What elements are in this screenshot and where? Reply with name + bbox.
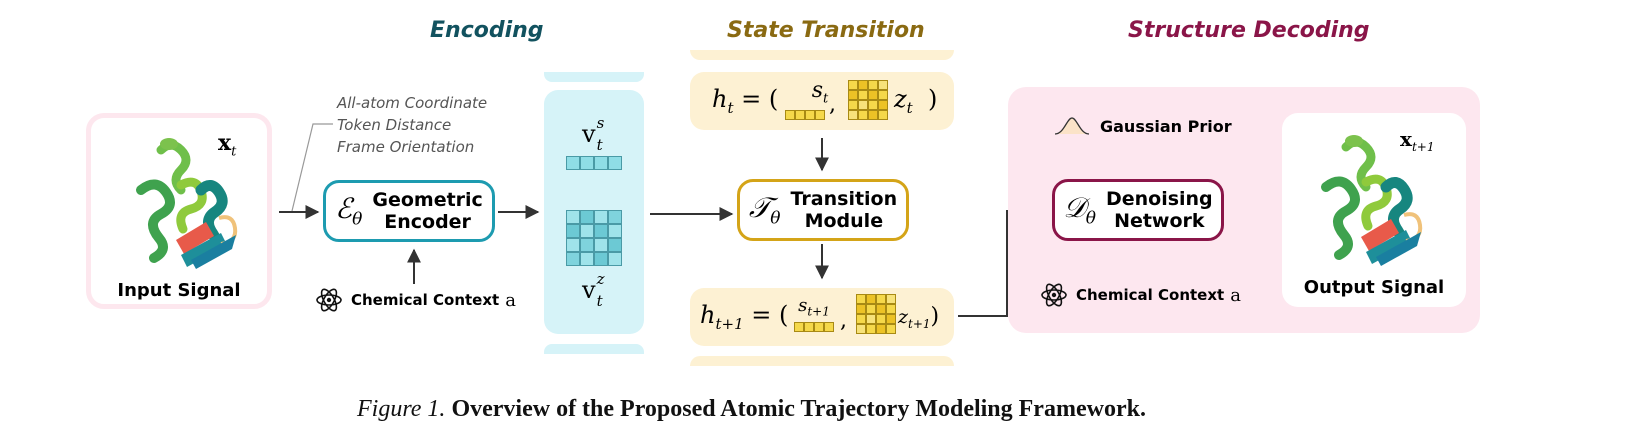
annotation-line-coordinate: All-atom Coordinate — [337, 94, 488, 112]
output-signal-panel: xt+1 Output Signal — [1282, 113, 1466, 307]
input-signal-panel: xt Input Signal — [86, 113, 272, 309]
latent-stack-bottom-sliver — [544, 344, 644, 354]
input-protein-structure-icon — [136, 138, 238, 269]
state-next-z: zt+1) — [898, 304, 940, 331]
latent-vs-vector-icon — [566, 156, 622, 170]
transition-symbol: 𝒯θ — [748, 191, 781, 229]
input-signal-label: Input Signal — [117, 280, 241, 301]
annotation-leader-line — [291, 123, 333, 212]
atom-icon — [316, 288, 342, 312]
annotation-line-distance: Token Distance — [337, 116, 452, 134]
figure-caption: Figure 1. Overview of the Proposed Atomi… — [357, 396, 1146, 423]
state-next-box: ht+1 = ( st+1 , zt+1) — [690, 288, 954, 346]
state-next-h: ht+1 = ( — [700, 301, 789, 333]
caption-prefix: Figure 1. — [357, 396, 446, 422]
gaussian-curve-icon — [1054, 117, 1090, 135]
state-next-comma: , — [840, 308, 847, 333]
state-current-z: zt ) — [894, 85, 938, 117]
caption-text: Overview of the Proposed Atomic Trajecto… — [451, 396, 1146, 422]
chemical-context-right-label: Chemical Context — [1076, 286, 1225, 304]
state-current-comma: , — [829, 92, 836, 117]
annotation-line-orientation: Frame Orientation — [337, 138, 475, 156]
latent-vz-matrix-icon — [566, 210, 622, 266]
chemical-context-left-var: a — [505, 289, 516, 311]
chemical-context-right-var: a — [1230, 284, 1241, 306]
state-next-z-matrix-icon — [856, 294, 896, 334]
section-title-structure-decoding: Structure Decoding — [1128, 18, 1370, 43]
state-stack-top-sliver — [690, 50, 954, 60]
input-signal-variable: xt — [218, 130, 237, 160]
state-current-s: st — [811, 78, 829, 107]
atom-icon — [1041, 283, 1067, 307]
state-next-s: st+1 — [798, 295, 830, 319]
gaussian-prior-label: Gaussian Prior — [1100, 116, 1232, 136]
latent-stack-top-sliver — [544, 72, 644, 82]
state-current-h: ht = ( — [712, 85, 779, 117]
input-features-annotation: All-atom Coordinate Token Distance Frame… — [337, 92, 487, 158]
state-current-box: ht = ( st , zt ) — [690, 72, 954, 130]
state-next-s-vector-icon — [794, 322, 834, 332]
denoiser-symbol: 𝒟θ — [1063, 191, 1096, 229]
state-stack-bottom-sliver — [690, 356, 954, 366]
chemical-context-right: Chemical Context a — [1040, 281, 1241, 309]
state-current-z-matrix-icon — [848, 80, 888, 120]
chemical-context-left-label: Chemical Context — [351, 291, 500, 309]
output-protein-structure-icon — [1321, 135, 1423, 266]
encoder-symbol: ℰθ — [335, 192, 363, 230]
chemical-context-left: Chemical Context a — [315, 286, 516, 314]
section-title-encoding: Encoding — [430, 18, 544, 43]
state-current-s-vector-icon — [785, 110, 825, 120]
output-signal-variable: xt+1 — [1400, 127, 1435, 154]
section-title-state-transition: State Transition — [727, 18, 925, 43]
gaussian-prior: Gaussian Prior — [1054, 116, 1232, 136]
output-signal-label: Output Signal — [1303, 277, 1445, 298]
